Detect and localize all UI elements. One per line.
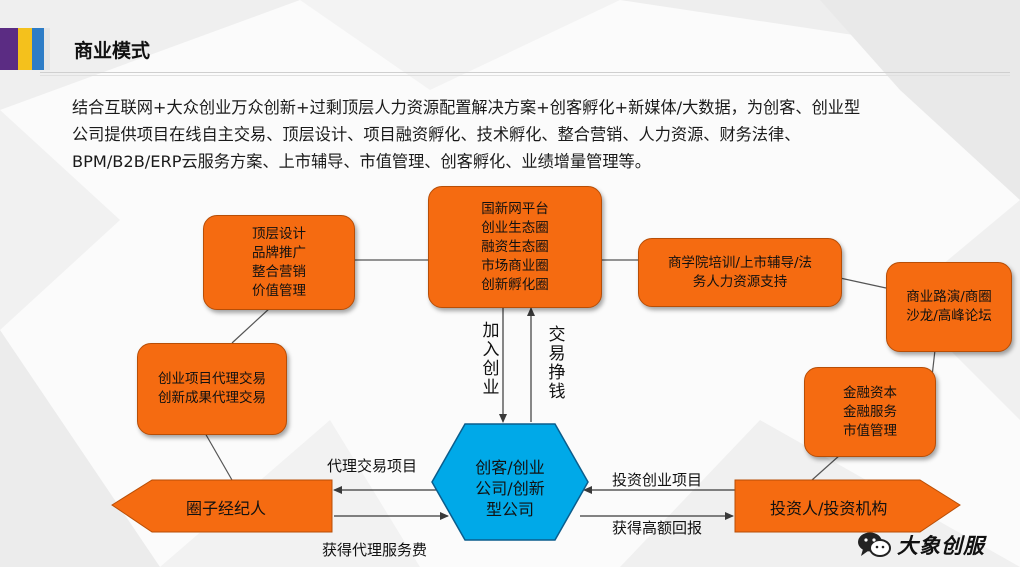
connector-design-agency [231,307,271,344]
invest-project-label: 投资创业项目 [612,471,703,489]
intro-line: BPM/B2B/ERP云服务方案、上市辅导、市值管理、创客孵化、业绩增量管理等。 [72,152,651,171]
brand-logo: 大象创服 [857,528,985,562]
finance-line: 金融服务 [843,403,897,420]
finance-line: 市值管理 [843,422,897,439]
design-box: 顶层设计 品牌推广 整合营销 价值管理 [203,215,355,310]
accent-bar-gap [44,28,50,70]
design-line: 顶层设计 [252,225,306,242]
accent-bar-purple [0,28,18,70]
header-divider-secondary [40,75,1010,76]
platform-box: 国新网平台 创业生态圈 融资生态圈 市场商业圈 创新孵化圈 [428,186,602,308]
page-title: 商业模式 [74,40,151,62]
header-divider [40,72,1010,73]
platform-line: 国新网平台 [481,200,549,217]
finance-line: 金融资本 [843,384,897,401]
accent-bar-yellow [18,28,32,70]
slide-header: 商业模式 [0,28,1020,76]
school-line: 商学院培训/上市辅导/法 [667,254,813,271]
school-line: 务人力资源支持 [692,273,788,290]
investor-label: 投资人/投资机构 [770,499,888,518]
join-char: 创 [482,359,500,379]
center-line: 公司/创新 [475,479,545,498]
trade-label: 交 易 挣 钱 [547,326,567,402]
intro-line: 结合互联网+大众创业万众创新+过剩顶层人力资源配置解决方案+创客孵化+新媒体/大… [72,98,861,117]
high-return-label: 获得高额回报 [612,519,703,537]
broker-shape [111,479,333,533]
design-line: 价值管理 [252,282,306,299]
trade-char: 钱 [548,382,566,402]
connector-school-roadshow [839,277,887,289]
logo-text: 大象创服 [897,534,985,558]
join-char: 入 [482,340,500,360]
center-hexagon [431,423,589,541]
platform-line: 市场商业圈 [481,257,549,274]
agent-trade-label: 代理交易项目 [327,457,418,475]
trade-char: 挣 [548,363,566,383]
design-line: 品牌推广 [252,244,306,261]
roadshow-line: 商业路演/商圈 [906,289,992,305]
wechat-icon [858,532,891,557]
connector-finance-investor [811,454,841,481]
investor-shape [734,479,961,533]
center-line: 型公司 [485,500,534,519]
join-label: 加 入 创 业 [481,322,501,398]
center-label: 创客/创业 公司/创新 型公司 [440,457,580,520]
broker-label: 圈子经纪人 [186,499,267,518]
intro-paragraph: 结合互联网+大众创业万众创新+过剩顶层人力资源配置解决方案+创客孵化+新媒体/大… [72,94,992,175]
join-char: 加 [482,321,500,341]
roadshow-box: 商业路演/商圈 沙龙/高峰论坛 [886,262,1012,352]
finance-box: 金融资本 金融服务 市值管理 [804,367,936,457]
accent-bar-blue [32,28,44,70]
platform-line: 创新孵化圈 [481,276,549,293]
school-box: 商学院培训/上市辅导/法 务人力资源支持 [638,238,842,307]
connector-agency-broker [204,432,233,481]
trade-char: 交 [548,325,566,345]
platform-line: 融资生态圈 [481,238,549,255]
intro-line: 公司提供项目在线自主交易、顶层设计、项目融资孵化、技术孵化、整合营销、人力资源、… [72,125,801,144]
trade-char: 易 [548,344,566,364]
center-line: 创客/创业 [475,458,545,477]
agency-line: 创业项目代理交易 [158,371,266,387]
agency-line: 创新成果代理交易 [158,390,266,406]
agent-fee-label: 获得代理服务费 [322,541,428,559]
join-char: 业 [482,378,500,398]
platform-line: 创业生态圈 [481,219,549,236]
roadshow-line: 沙龙/高峰论坛 [906,308,992,324]
design-line: 整合营销 [252,263,306,280]
agency-box: 创业项目代理交易 创新成果代理交易 [137,343,287,435]
